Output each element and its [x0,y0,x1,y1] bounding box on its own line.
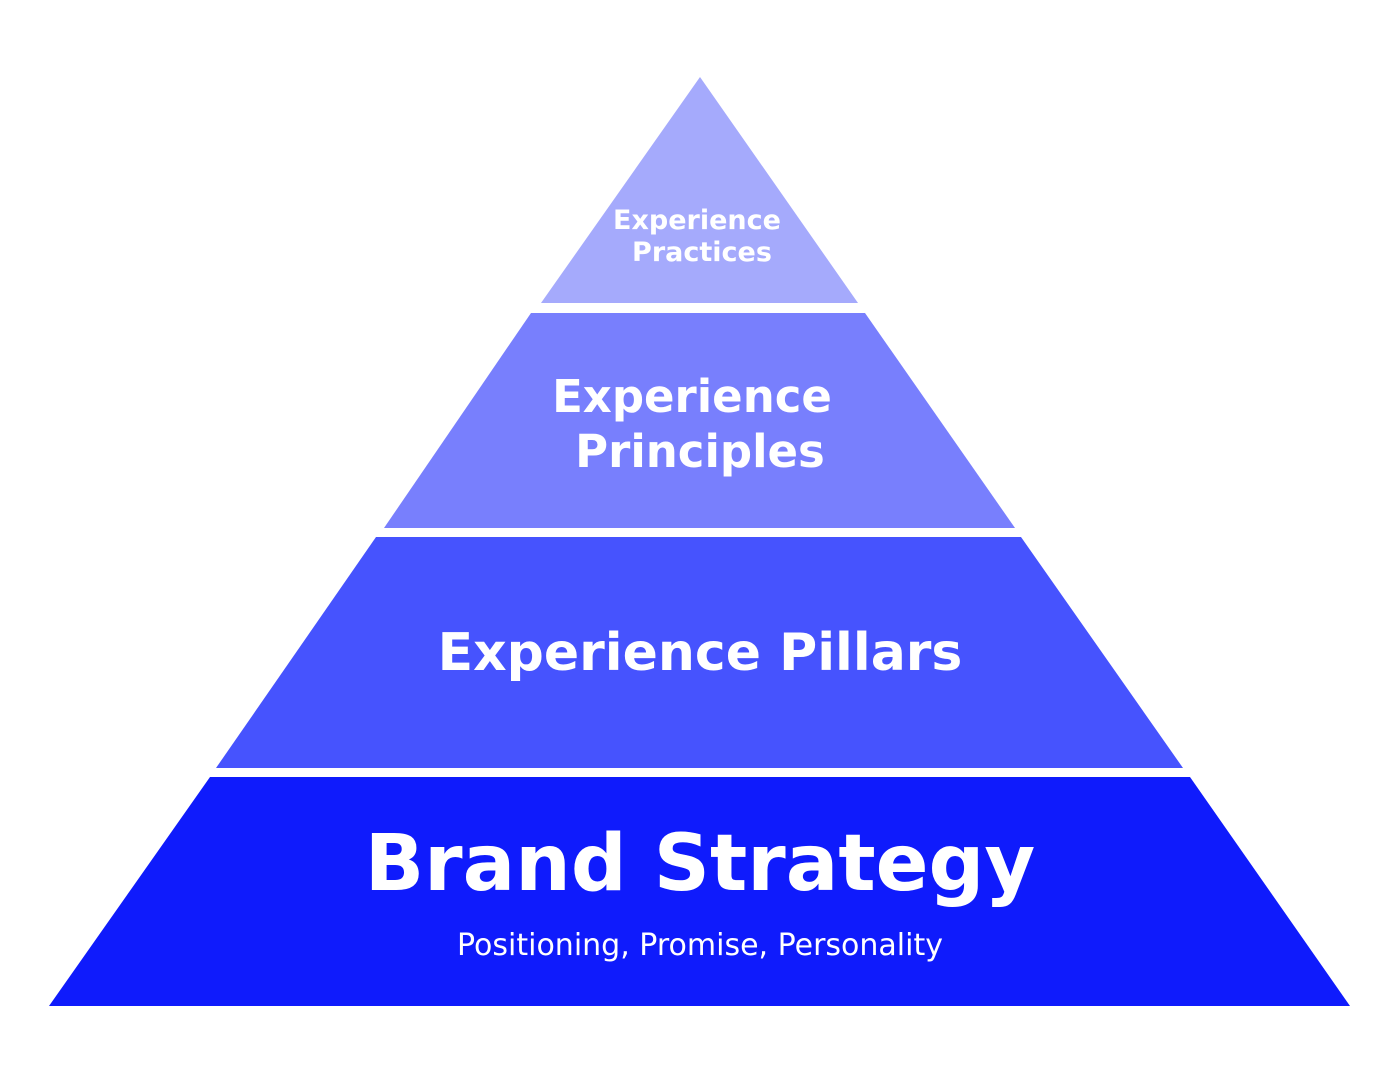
tier-label-line: Brand Strategy [365,819,1036,909]
tier-experience-practices: Experience Practices [541,77,858,303]
tier-brand-strategy: Brand Strategy Positioning, Promise, Per… [49,777,1350,1006]
tier-shape [49,777,1350,1006]
tier-subtitle: Positioning, Promise, Personality [457,928,943,963]
tier-experience-pillars: Experience Pillars [216,537,1183,768]
tier-shape [384,313,1015,528]
tier-shape [216,537,1183,768]
tier-label-line: Experience [613,205,781,236]
tier-shape [541,77,858,303]
tier-experience-principles: Experience Principles [384,313,1015,528]
tier-label-line: Practices [632,237,772,268]
tier-label-line: Experience [552,370,832,423]
tier-label-line: Experience Pillars [438,623,963,683]
tier-label-line: Principles [575,425,825,478]
